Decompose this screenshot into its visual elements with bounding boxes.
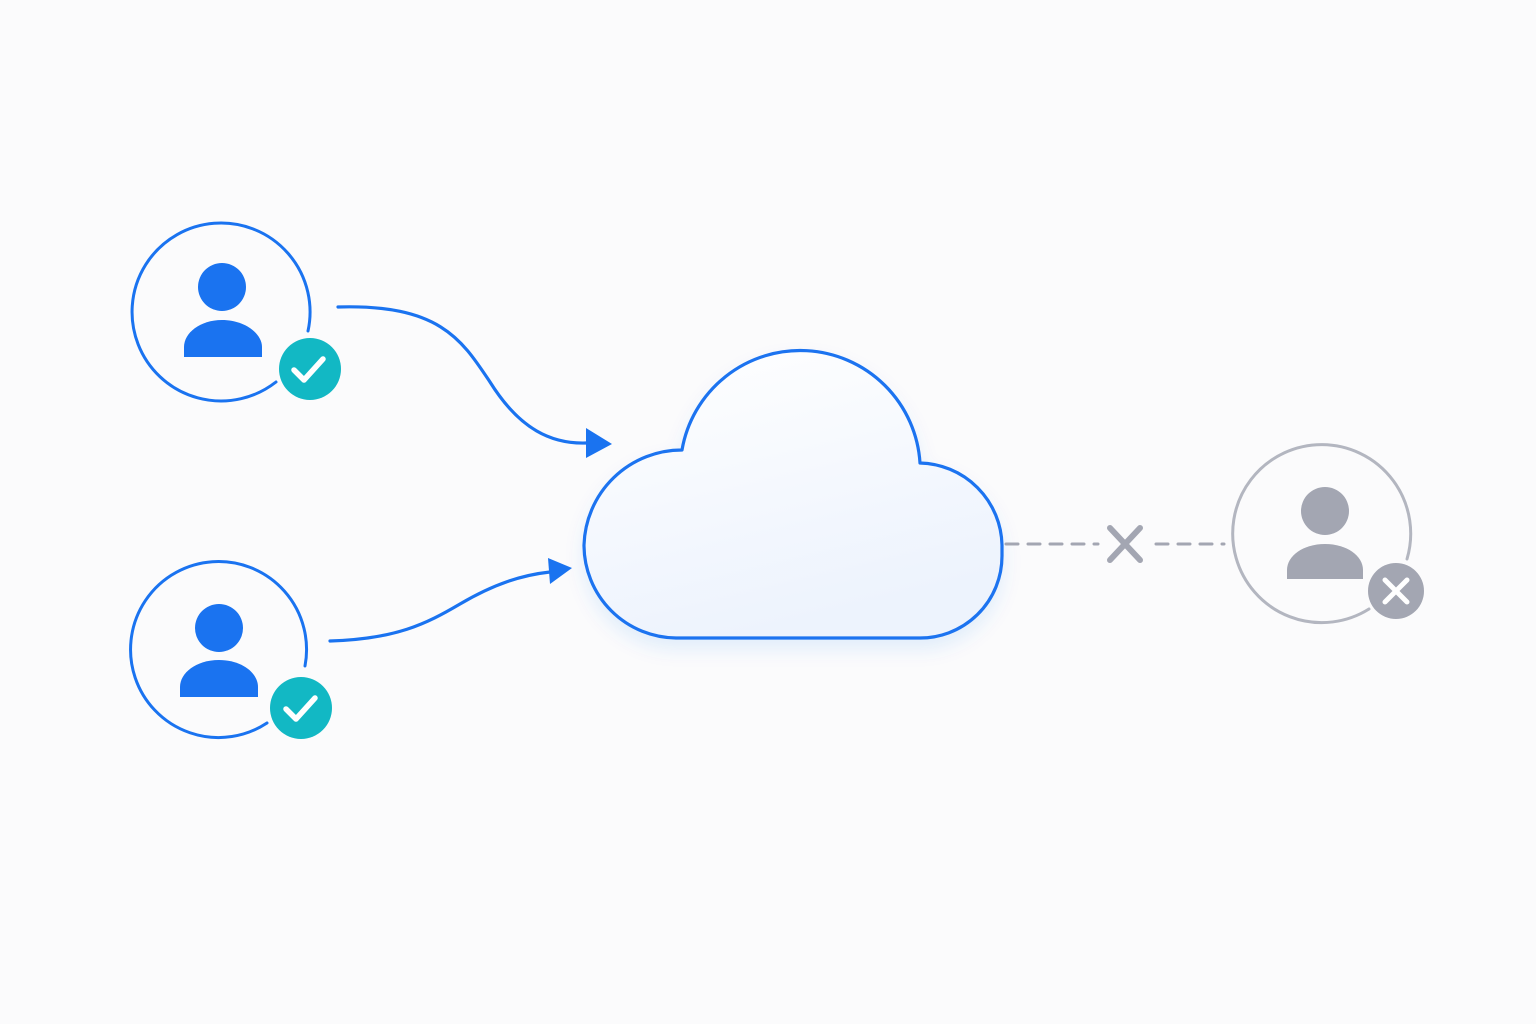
user-icon <box>1287 487 1363 579</box>
denied-badge <box>1368 563 1424 619</box>
connection-user-top-left-to-cloud <box>336 305 612 458</box>
user-node-right <box>1231 443 1424 625</box>
user-ring <box>130 221 312 403</box>
cloud-icon <box>582 348 1004 640</box>
blocked-x-icon <box>1107 525 1143 563</box>
connector-line <box>336 305 588 445</box>
connection-cloud-to-user-right <box>1004 525 1226 563</box>
granted-badge <box>279 338 341 400</box>
user-icon <box>184 263 262 357</box>
arrowhead-icon <box>548 558 572 584</box>
user-node-bottom-left <box>129 560 332 739</box>
granted-badge <box>270 677 332 739</box>
user-node-top-left <box>130 221 341 403</box>
x-icon <box>1382 577 1410 605</box>
arrowhead-icon <box>586 428 612 458</box>
connection-user-bottom-left-to-cloud <box>328 558 572 643</box>
connector-line <box>328 570 552 643</box>
cloud-shape <box>582 348 1004 640</box>
user-ring <box>129 560 309 739</box>
check-icon <box>291 356 326 383</box>
user-icon <box>180 604 258 697</box>
user-ring <box>1231 443 1413 625</box>
check-icon <box>283 695 318 722</box>
